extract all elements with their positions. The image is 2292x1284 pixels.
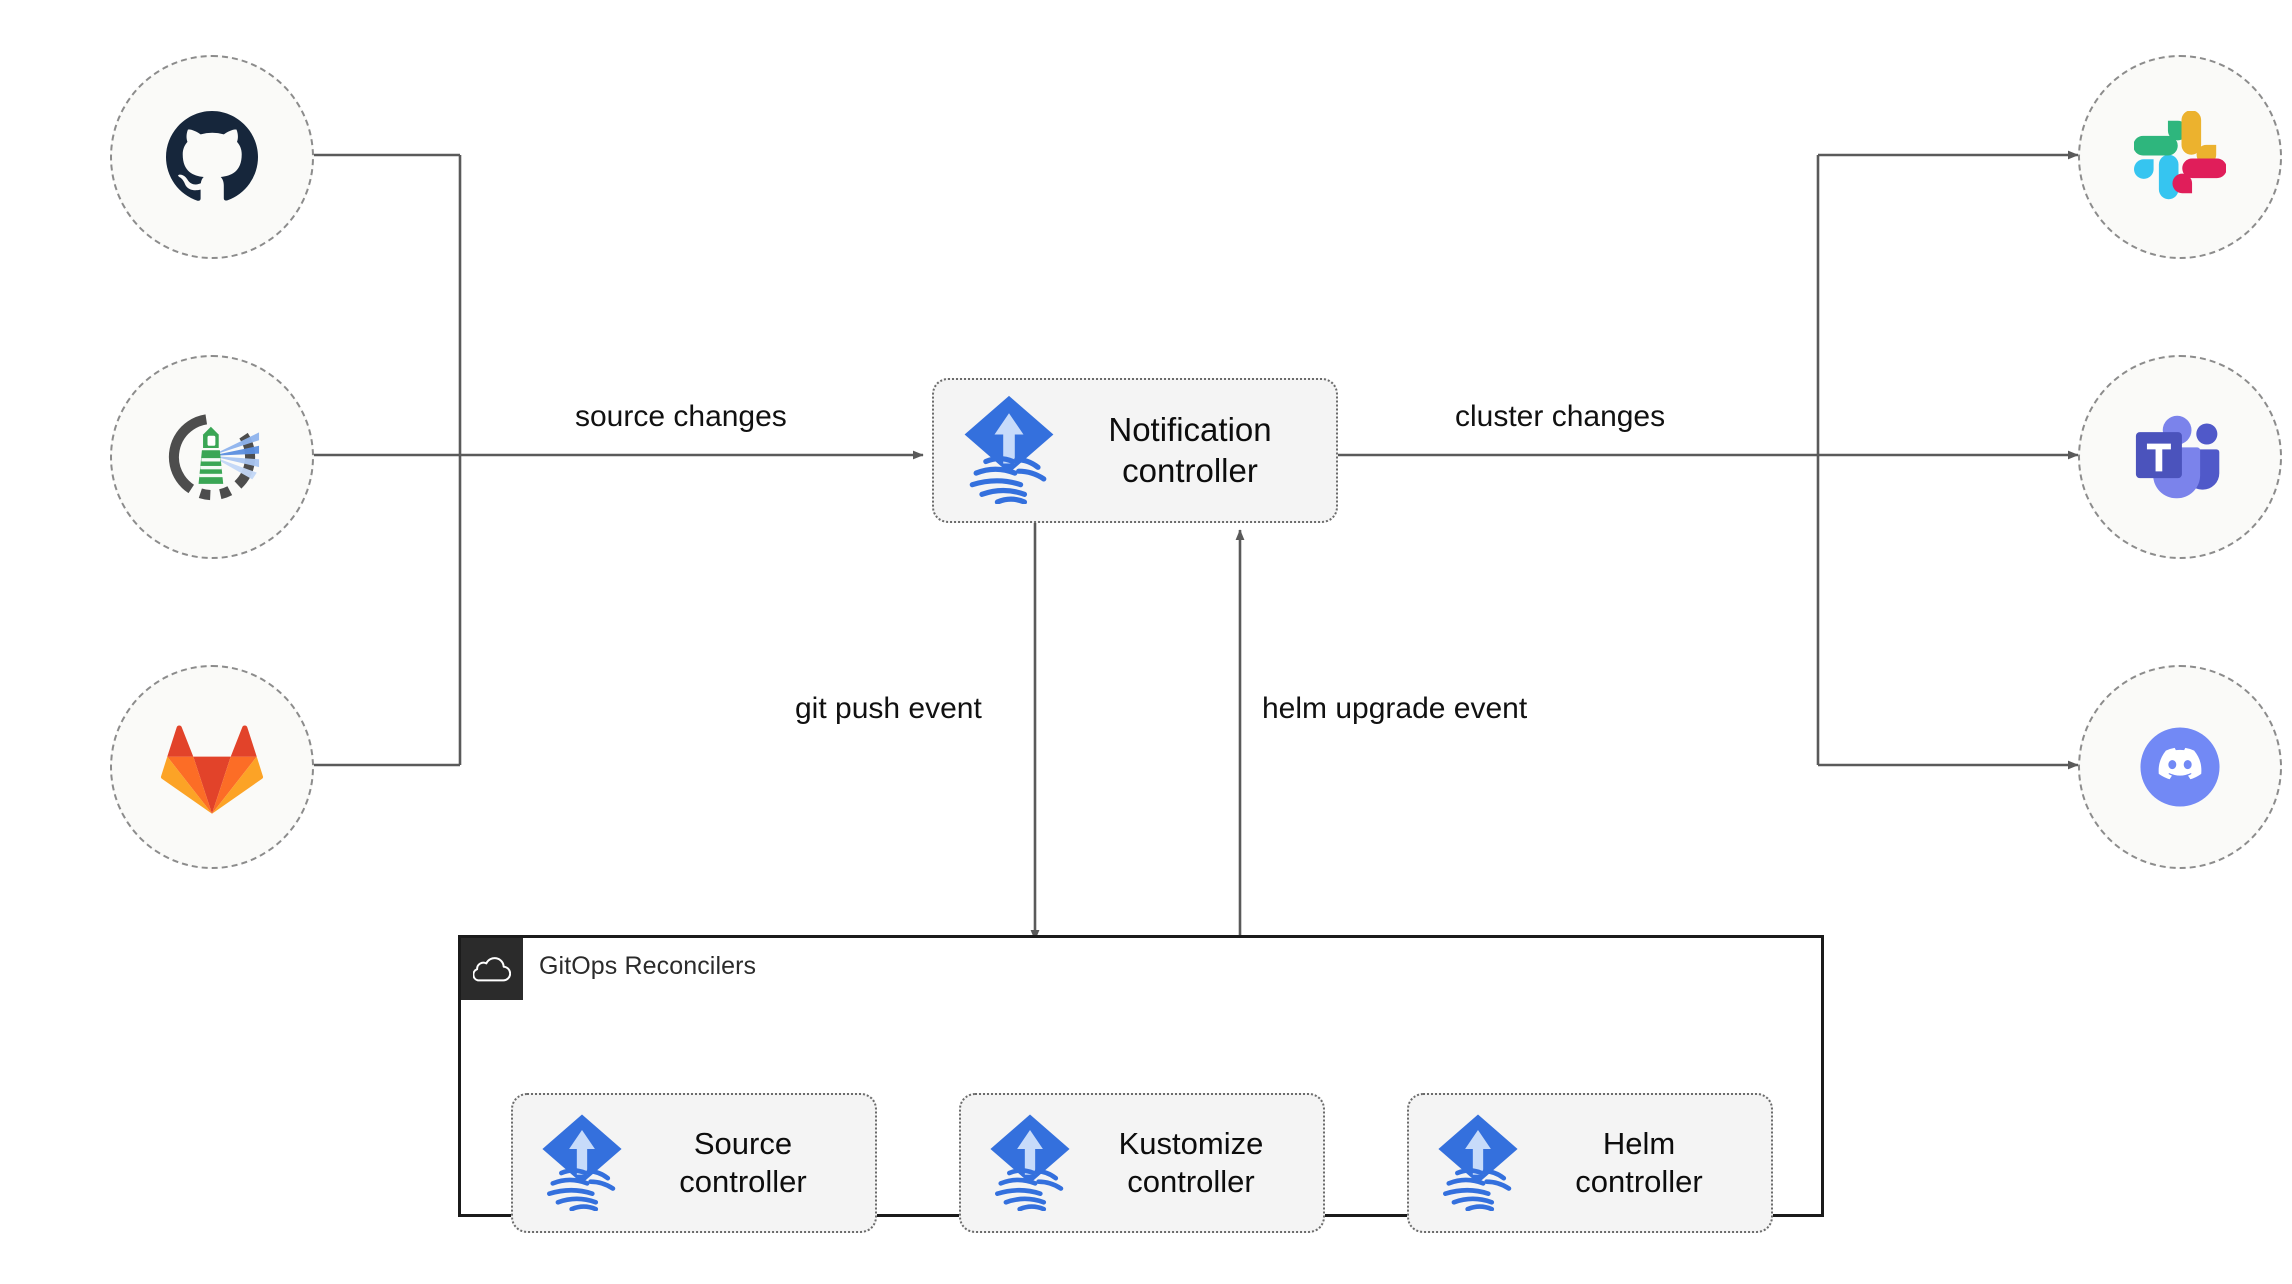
destination-node-discord[interactable] [2078, 665, 2282, 869]
discord-icon [2128, 715, 2232, 819]
destination-node-teams[interactable] [2078, 355, 2282, 559]
destination-node-slack[interactable] [2078, 55, 2282, 259]
edge-label-cluster-changes: cluster changes [1455, 400, 1666, 433]
cloud-icon [473, 957, 511, 982]
group-title: GitOps Reconcilers [539, 952, 757, 980]
github-icon [164, 109, 260, 205]
source-node-flux-source[interactable] [110, 355, 314, 559]
flux-lighthouse-icon [156, 401, 268, 513]
edge-label-source-changes: source changes [575, 400, 787, 433]
flux-logo-icon [1435, 1111, 1521, 1216]
microsoft-teams-icon [2130, 411, 2230, 503]
source-node-github[interactable] [110, 55, 314, 259]
gitlab-icon [160, 718, 264, 816]
flux-logo-icon [960, 392, 1058, 509]
flux-logo-icon [539, 1111, 625, 1216]
slack-icon [2134, 111, 2226, 203]
source-node-gitlab[interactable] [110, 665, 314, 869]
flux-logo-icon [987, 1111, 1073, 1216]
edge-label-git-push-event: git push event [795, 692, 982, 725]
edge-label-helm-upgrade-event: helm upgrade event [1262, 692, 1528, 725]
cloud-icon-tile [461, 938, 523, 1000]
